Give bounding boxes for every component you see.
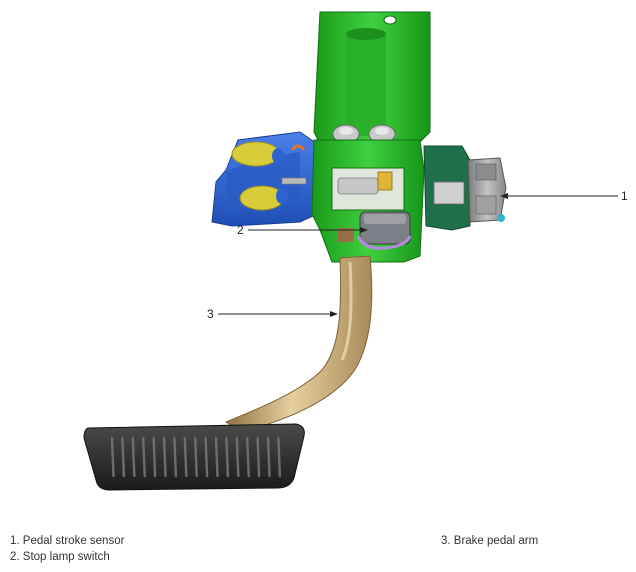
pedal-pad-rib <box>173 436 178 478</box>
pedal-pad-rib <box>204 436 209 478</box>
callout-1: 1 <box>500 189 628 203</box>
pedal-pad-rib <box>121 436 126 478</box>
pedal-pad-rib <box>256 436 261 478</box>
callout-number-2: 2 <box>237 223 244 237</box>
callout-2: 2 <box>237 223 368 237</box>
pedal-pad-rib <box>266 436 271 478</box>
callout-number-3: 3 <box>207 307 214 321</box>
legend-item-pedal-stroke-sensor: 1. Pedal stroke sensor <box>10 535 125 547</box>
return-spring <box>231 141 307 211</box>
leader-arrow-1 <box>500 193 508 199</box>
pedal-stroke-sensor <box>423 145 507 231</box>
leader-arrow-2 <box>360 227 368 233</box>
pedal-pad-rib <box>245 436 250 478</box>
leader-arrow-3 <box>330 311 338 317</box>
stop-lamp-switch <box>338 211 412 250</box>
pedal-pad-rib <box>162 436 167 478</box>
callout-number-1: 1 <box>621 189 628 203</box>
pedal-pad-rib <box>110 436 115 478</box>
pedal-pad-rib <box>131 436 136 478</box>
legend-item-stop-lamp-switch: 2. Stop lamp switch <box>10 551 110 563</box>
pedal-pad-rib <box>235 436 240 478</box>
legend-item-brake-pedal-arm: 3. Brake pedal arm <box>441 535 539 547</box>
pedal-pad-rib <box>183 436 188 478</box>
pedal-pad-rib <box>214 436 219 478</box>
callout-3: 3 <box>207 307 338 321</box>
pedal-pad-rib <box>277 436 282 478</box>
pedal-pad-rib <box>141 436 146 478</box>
pedal-pad-rib <box>193 436 198 478</box>
pedal-pad-rib <box>225 436 230 478</box>
pedal-pad-rib <box>152 436 157 478</box>
pedal-pad <box>83 423 305 491</box>
